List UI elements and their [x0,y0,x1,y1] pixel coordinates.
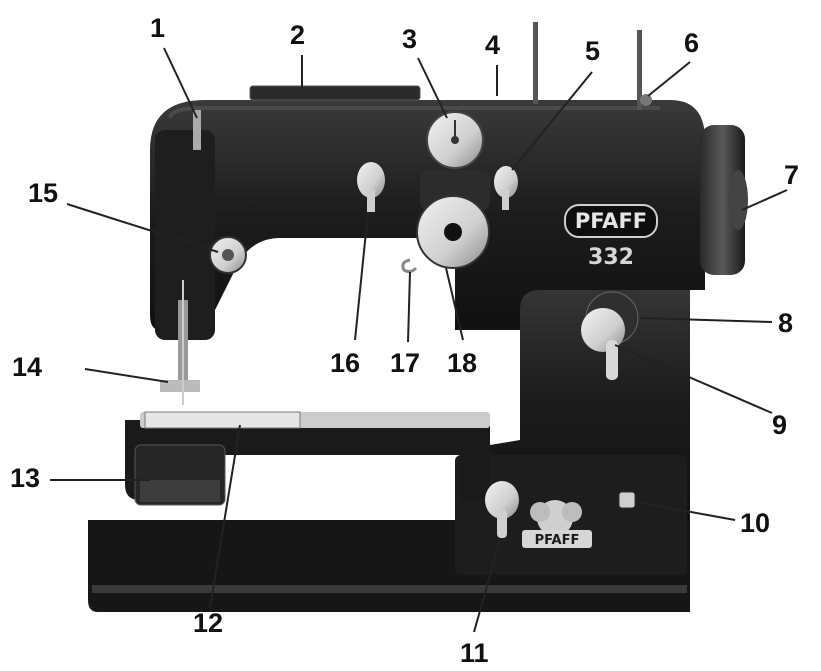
knob-11 [485,481,519,519]
leader-11 [473,539,501,633]
leader-6 [647,61,691,97]
leader-3 [417,57,448,119]
take-up-lever [193,110,201,150]
spool-pin-right [637,30,642,110]
base-edge [92,585,687,593]
leader-1 [163,47,198,119]
callout-2: 2 [290,20,306,50]
callout-18: 18 [447,348,478,378]
callout-12: 12 [193,608,224,638]
handwheel [700,125,745,275]
callout-3: 3 [402,24,418,54]
leader-14 [84,368,169,383]
spool-pin-left [533,22,538,104]
callout-8: 8 [778,308,794,338]
callout-13: 13 [10,463,41,493]
switch-10 [618,491,636,509]
brand-plate [564,204,658,238]
callout-14: 14 [12,352,43,382]
leader-12 [209,424,241,609]
leader-9 [614,344,773,414]
leader-15 [66,203,219,253]
lever-5 [494,166,518,198]
callout-9: 9 [772,410,788,440]
callout-17: 17 [390,348,421,378]
leader-lines [50,47,788,633]
callout-16: 16 [330,348,361,378]
leader-7 [741,189,788,211]
leader-16 [354,211,369,341]
presser-foot [160,380,200,392]
brand-name: PFAFF [575,209,647,233]
callout-6: 6 [684,28,700,58]
thread-hook-17 [401,258,418,274]
callout-11: 11 [460,638,489,668]
callout-10: 10 [740,508,771,538]
callout-4: 4 [485,30,501,60]
model-number: 332 [588,245,634,270]
leader-17 [407,271,411,343]
leader-5 [511,71,593,171]
needle-plate [144,411,301,429]
leader-8 [639,317,773,323]
free-arm-bed [125,420,490,500]
pfaff-emblem: PFAFF [522,500,592,548]
leader-10 [635,501,736,521]
top-cover [249,85,421,101]
needle-head [155,130,215,340]
svg-text:PFAFF: PFAFF [535,533,580,548]
callout-5: 5 [585,36,601,66]
callout-1: 1 [150,13,166,43]
callout-15: 15 [28,178,59,208]
callout-7: 7 [784,160,800,190]
leader-18 [445,267,464,341]
lever-16 [357,162,385,198]
